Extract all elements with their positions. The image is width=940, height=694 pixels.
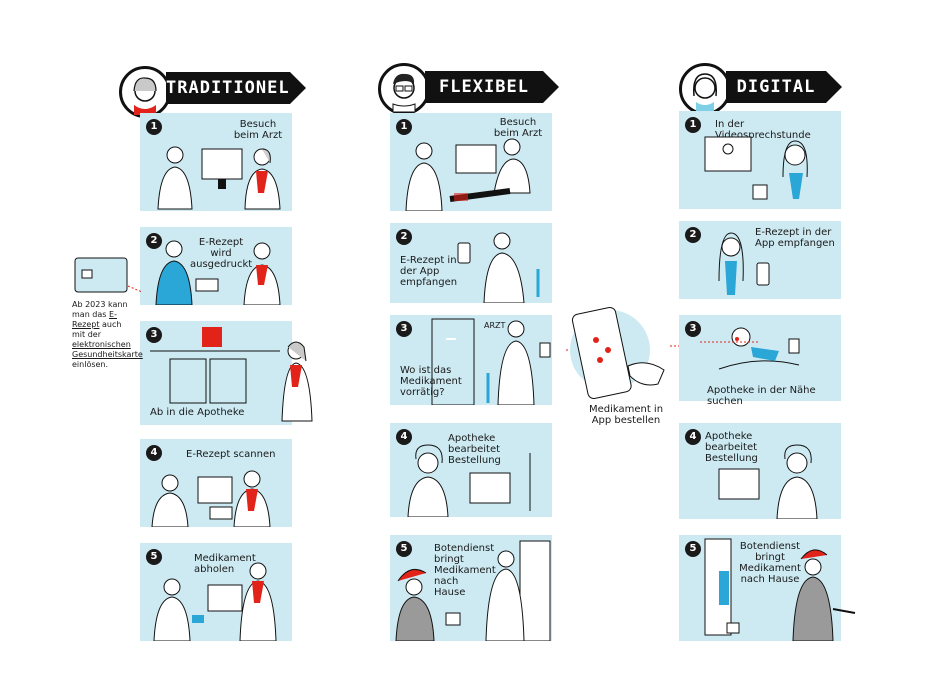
step-panel-digital-4: 4 Apotheke bearbeitet Bestellung [679, 423, 841, 519]
step-panel-flexibel-1: 1 Besuch beim Arzt [390, 113, 552, 211]
step-number: 4 [685, 429, 701, 445]
side-note-text: einlösen. [72, 360, 109, 369]
step-panel-digital-5: 5 Botendienst bringt Medikament nach Hau… [679, 535, 856, 641]
step-panel-traditionell-3: 3 Ab in die Apotheke [140, 321, 313, 425]
pharmacy-entrance-illustration [150, 327, 313, 422]
search-nearby-illustration [718, 327, 800, 370]
avatar-digital [679, 63, 731, 115]
app-receive-illustration [457, 232, 540, 303]
doctor-patient-illustration [157, 146, 281, 210]
health-card-icon [74, 257, 143, 293]
side-note-text: auch mit der [72, 320, 122, 339]
step-label: E-Rezept scannen [186, 449, 276, 460]
step-label: E-Rezept wird ausgedruckt [190, 237, 253, 270]
column-title-flexibel: FLEXIBEL [425, 71, 559, 103]
step-panel-traditionell-4: 4 E-Rezept scannen [140, 439, 292, 527]
step-label: Apotheke bearbeitet Bestellung [448, 433, 501, 466]
column-title-digital: DIGITAL [726, 71, 842, 103]
step-panel-flexibel-3: 3 Wo ist das Medikament vorrätig? ARZT [390, 315, 552, 405]
side-note-traditionell: Ab 2023 kann man das E-Rezept auch mit d… [72, 300, 143, 370]
step-panel-digital-2: 2 E-Rezept in der App empfangen [679, 221, 841, 299]
step-label: Wo ist das Medikament vorrätig? [400, 365, 462, 398]
step-panel-flexibel-5: 5 Botendienst bringt Medikament nach Hau… [390, 535, 552, 641]
step-number: 3 [146, 327, 162, 343]
app-receive-illustration [718, 232, 770, 295]
step-panel-flexibel-2: 2 E-Rezept in der App empfangen [390, 223, 552, 303]
step-number: 4 [146, 445, 162, 461]
pharmacy-processing-illustration [718, 444, 818, 519]
column-title-traditionell: TRADITIONELL [166, 72, 306, 104]
step-label: In der Videosprechstunde [715, 119, 811, 141]
side-note-card: elektronischen Gesundheitskarte [72, 340, 143, 359]
step-number: 5 [396, 541, 412, 557]
side-note-link: E-Rezept [72, 310, 117, 329]
step-panel-traditionell-1: 1 Besuch beim Arzt [140, 113, 292, 211]
avatar-traditionell [119, 66, 171, 118]
step-label: Botendienst bringt Medikament nach Hause [434, 543, 496, 598]
step-label: Medikament abholen [194, 553, 256, 575]
pickup-illustration [153, 562, 277, 641]
step-number: 3 [396, 321, 412, 337]
step-panel-digital-3: 3 Apotheke in der Nähe suchen [679, 315, 841, 407]
step-panel-traditionell-5: 5 Medikament abholen [140, 543, 292, 641]
step-number: 4 [396, 429, 412, 445]
step-label: Botendienst bringt Medikament nach Hause [739, 541, 801, 585]
step-number: 5 [146, 549, 162, 565]
scanning-illustration [151, 470, 271, 527]
door-sign: ARZT [484, 321, 506, 330]
pharmacy-processing-illustration [407, 444, 531, 517]
step-number: 1 [685, 117, 701, 133]
step-label: Apotheke bearbeitet Bestellung [705, 431, 758, 464]
step-label: Besuch beim Arzt [493, 117, 543, 139]
step-number: 1 [146, 119, 162, 135]
doctor-patient-illustration [405, 138, 531, 211]
step-panel-flexibel-4: 4 Apotheke bearbeitet Bestellung [390, 423, 552, 517]
phone-map-icon [566, 307, 702, 400]
order-in-app-label: Medikament in App bestellen [588, 404, 664, 426]
step-number: 2 [396, 229, 412, 245]
step-panel-digital-1: 1 In der Videosprechstunde [679, 111, 841, 209]
step-number: 1 [396, 119, 412, 135]
pharmacist-handover-illustration [155, 240, 281, 305]
step-label: Besuch beim Arzt [233, 119, 283, 141]
step-number: 5 [685, 541, 701, 557]
step-label: Ab in die Apotheke [150, 407, 245, 418]
step-label: E-Rezept in der App empfangen [755, 227, 835, 249]
video-consultation-illustration [704, 136, 808, 200]
search-stock-illustration [431, 318, 551, 405]
side-note-text: Ab 2023 kann man das [72, 300, 128, 319]
delivery-illustration [395, 540, 551, 641]
step-number: 2 [146, 233, 162, 249]
step-number: 2 [685, 227, 701, 243]
step-panel-traditionell-2: 2 E-Rezept wird ausgedruckt [140, 227, 292, 305]
step-label: E-Rezept in der App empfangen [400, 255, 458, 288]
step-label: Apotheke in der Nähe suchen [707, 385, 816, 407]
delivery-illustration [704, 538, 856, 641]
connector-line [700, 341, 758, 343]
avatar-flexibel [378, 63, 430, 115]
step-number: 3 [685, 321, 701, 337]
